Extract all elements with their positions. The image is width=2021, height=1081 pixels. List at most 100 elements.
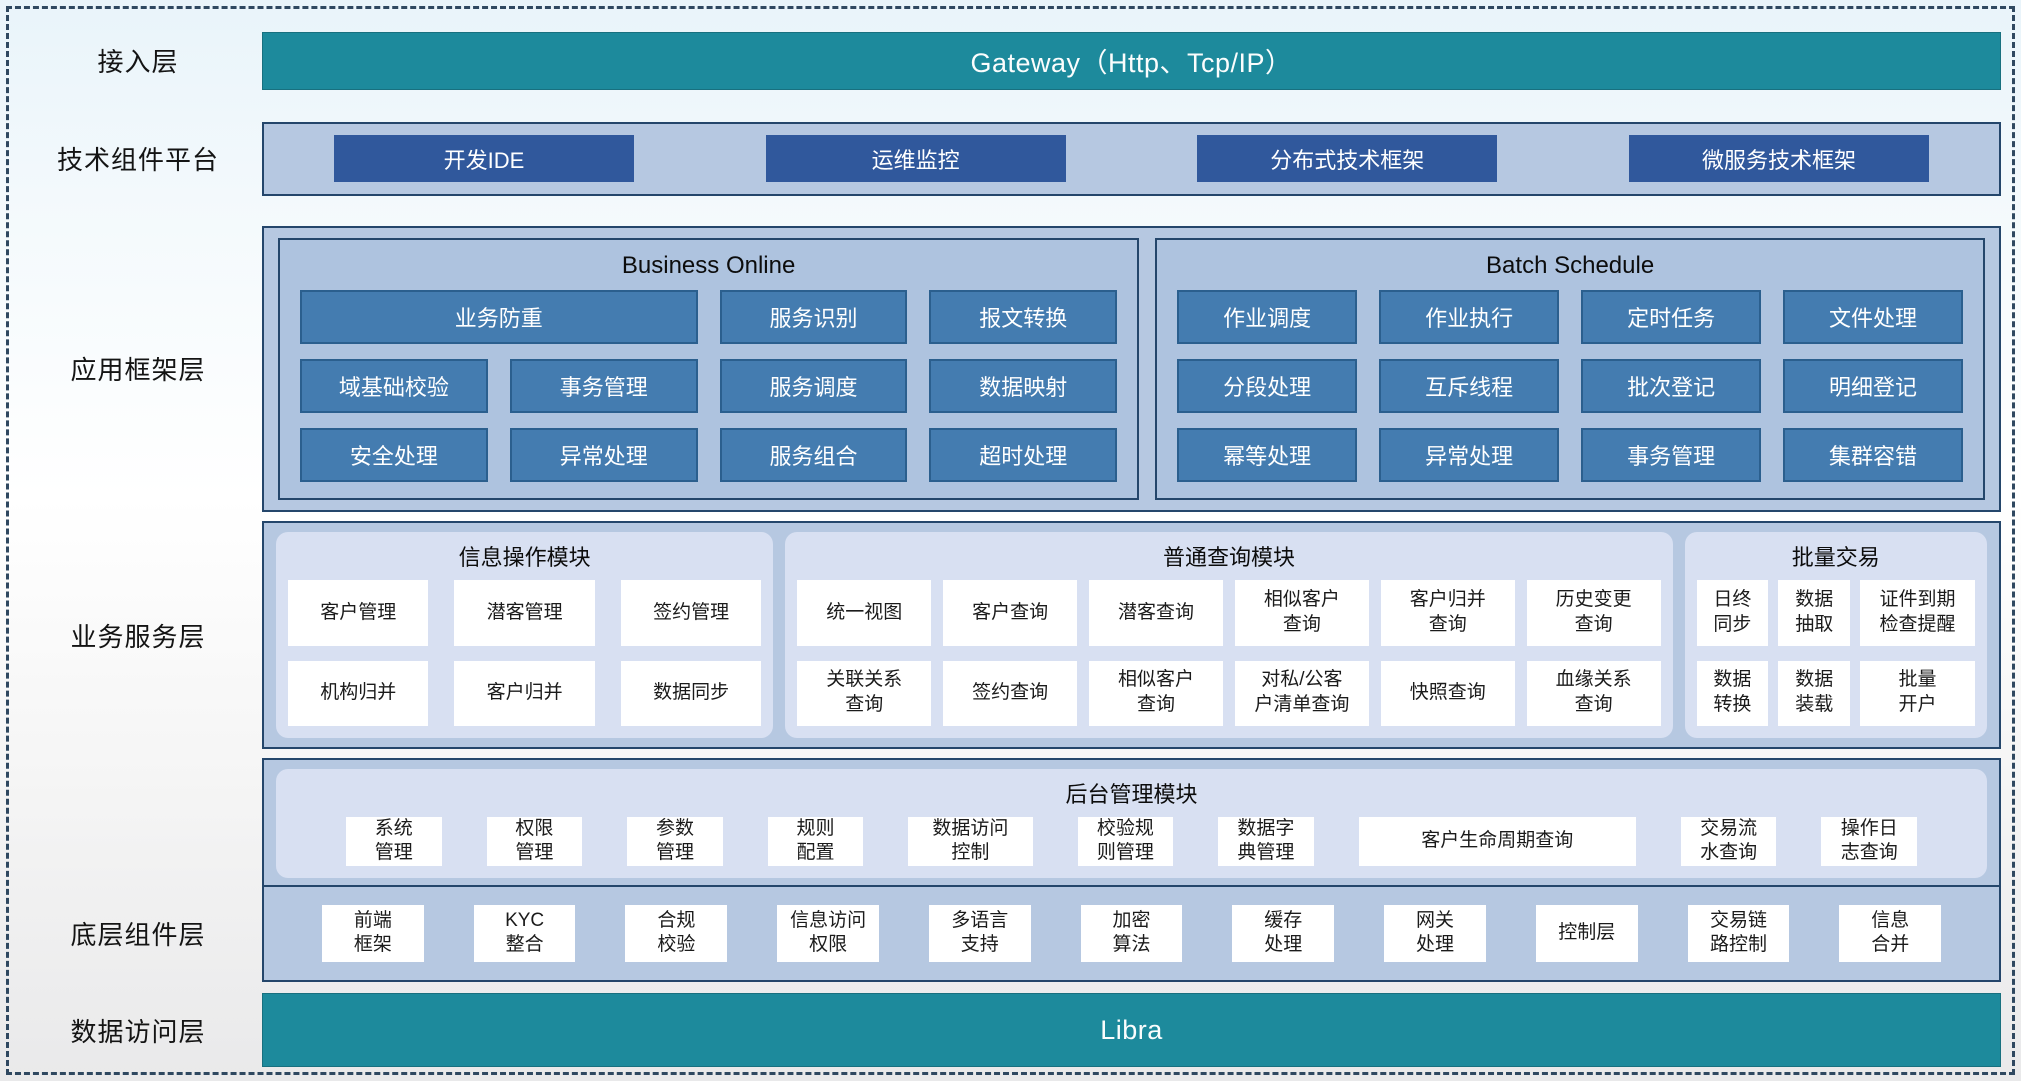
admin-module-button: 参数 管理 (627, 816, 723, 867)
framework-module-button: 明细登记 (1783, 358, 1963, 414)
service-layer-container: 信息操作模块 客户管理潜客管理签约管理机构归并客户归并数据同步 普通查询模块 统… (262, 521, 2001, 749)
business-online-title: Business Online (621, 251, 796, 279)
admin-module-button: 规则 配置 (767, 816, 864, 867)
tech-component-button: 微服务技术框架 (1628, 135, 1929, 183)
access-layer-row: 接入层 Gateway（Http、Tcp/IP） (14, 32, 2001, 90)
service-module-button: 快照查询 (1380, 660, 1515, 726)
admin-module-title: 后台管理模块 (1065, 781, 1198, 807)
service-module-button: 证件到期 检查提醒 (1860, 580, 1975, 646)
query-title: 普通查询模块 (1162, 545, 1295, 571)
framework-module-button: 异常处理 (1379, 428, 1560, 483)
framework-module-button: 服务组合 (719, 428, 908, 483)
data-access-row: 数据访问层 Libra (14, 993, 2001, 1068)
base-component-button: 信息访问 权限 (777, 904, 879, 963)
service-module-button: 客户管理 (288, 580, 429, 646)
framework-module-button: 安全处理 (300, 428, 488, 483)
service-module-button: 数据 转换 (1696, 660, 1769, 726)
app-framework-container: Business Online 业务防重服务识别报文转换域基础校验事务管理服务调… (262, 225, 2001, 513)
query-panel: 普通查询模块 统一视图客户查询潜客查询相似客户 查询客户归并 查询历史变更 查询… (785, 532, 1673, 738)
service-module-button: 相似客户 查询 (1089, 660, 1223, 726)
framework-module-button: 集群容错 (1783, 428, 1963, 483)
service-module-button: 签约查询 (943, 660, 1078, 726)
query-grid: 统一视图客户查询潜客查询相似客户 查询客户归并 查询历史变更 查询关联关系 查询… (797, 580, 1661, 726)
base-component-button: 缓存 处理 (1232, 904, 1335, 963)
base-components-label: 底层组件层 (70, 919, 206, 950)
service-module-button: 数据 装载 (1778, 660, 1851, 726)
framework-module-button: 作业执行 (1379, 289, 1560, 344)
batch-schedule-grid: 作业调度作业执行定时任务文件处理分段处理互斥线程批次登记明细登记幂等处理异常处理… (1177, 289, 1963, 483)
admin-module-button: 系统 管理 (346, 816, 442, 867)
business-online-grid: 业务防重服务识别报文转换域基础校验事务管理服务调度数据映射安全处理异常处理服务组… (300, 289, 1118, 483)
admin-module-button: 操作日 志查询 (1821, 816, 1918, 867)
batch-tx-grid: 日终 同步数据 抽取证件到期 检查提醒数据 转换数据 装载批量 开户 (1696, 580, 1975, 726)
service-module-button: 统一视图 (797, 580, 932, 646)
batch-schedule-panel: Batch Schedule 作业调度作业执行定时任务文件处理分段处理互斥线程批… (1155, 237, 1985, 501)
admin-module-button: 数据访问 控制 (908, 816, 1033, 867)
admin-module-button: 数据字 典管理 (1218, 816, 1314, 867)
app-framework-label: 应用框架层 (70, 355, 206, 386)
access-layer-label: 接入层 (97, 47, 179, 78)
admin-module-button: 权限 管理 (486, 816, 583, 867)
framework-module-button: 超时处理 (929, 428, 1118, 483)
framework-module-button: 分段处理 (1177, 358, 1358, 414)
service-module-button: 批量 开户 (1860, 660, 1975, 726)
framework-module-button: 数据映射 (929, 358, 1118, 414)
service-module-button: 数据 抽取 (1778, 580, 1851, 646)
framework-module-button: 文件处理 (1783, 289, 1963, 344)
framework-module-button: 定时任务 (1581, 289, 1762, 344)
batch-schedule-title: Batch Schedule (1486, 251, 1655, 279)
service-layer-row: 业务服务层 信息操作模块 客户管理潜客管理签约管理机构归并客户归并数据同步 普通… (14, 521, 2001, 749)
admin-module-container: 后台管理模块 系统 管理权限 管理参数 管理规则 配置数据访问 控制校验规 则管… (262, 757, 2001, 890)
framework-module-button: 服务识别 (719, 289, 908, 344)
framework-module-button: 业务防重 (300, 289, 698, 344)
business-online-panel: Business Online 业务防重服务识别报文转换域基础校验事务管理服务调… (278, 237, 1140, 501)
framework-module-button: 作业调度 (1177, 289, 1358, 344)
service-layer-inner: 信息操作模块 客户管理潜客管理签约管理机构归并客户归并数据同步 普通查询模块 统… (264, 523, 1999, 746)
admin-module-label-spacer (14, 758, 262, 889)
admin-module-row: 后台管理模块 系统 管理权限 管理参数 管理规则 配置数据访问 控制校验规 则管… (14, 757, 2001, 890)
framework-module-button: 互斥线程 (1379, 358, 1560, 414)
service-module-button: 机构归并 (288, 660, 429, 726)
service-module-button: 数据同步 (620, 660, 762, 726)
base-component-button: 控制层 (1535, 904, 1638, 963)
base-component-button: 多语言 支持 (928, 904, 1031, 963)
framework-module-button: 服务调度 (719, 358, 908, 414)
service-module-button: 关联关系 查询 (797, 660, 932, 726)
base-component-button: 信息 合并 (1839, 904, 1942, 963)
base-component-button: 合规 校验 (625, 904, 728, 963)
base-component-button: 加密 算法 (1080, 904, 1183, 963)
framework-module-button: 批次登记 (1581, 358, 1762, 414)
framework-module-button: 异常处理 (509, 428, 698, 483)
service-layer-label: 业务服务层 (70, 621, 206, 652)
info-ops-title: 信息操作模块 (458, 545, 591, 571)
admin-module-button: 校验规 则管理 (1077, 816, 1174, 867)
admin-module-panel: 后台管理模块 系统 管理权限 管理参数 管理规则 配置数据访问 控制校验规 则管… (276, 768, 1987, 879)
framework-module-button: 报文转换 (929, 289, 1118, 344)
batch-tx-panel: 批量交易 日终 同步数据 抽取证件到期 检查提醒数据 转换数据 装载批量 开户 (1684, 532, 1987, 738)
service-module-button: 潜客管理 (454, 580, 595, 646)
service-module-button: 对私/公客 户清单查询 (1234, 660, 1369, 726)
service-module-button: 客户归并 (454, 660, 595, 726)
framework-module-button: 幂等处理 (1177, 428, 1358, 483)
tech-component-button: 分布式技术框架 (1197, 135, 1498, 183)
info-ops-panel: 信息操作模块 客户管理潜客管理签约管理机构归并客户归并数据同步 (276, 532, 774, 738)
tech-component-button: 开发IDE (334, 135, 634, 183)
tech-platform-label: 技术组件平台 (56, 145, 219, 176)
admin-module-items: 系统 管理权限 管理参数 管理规则 配置数据访问 控制校验规 则管理数据字 典管… (288, 816, 1975, 867)
libra-bar-text: Libra (1100, 1014, 1163, 1045)
service-module-button: 潜客查询 (1089, 580, 1223, 646)
base-component-button: 交易链 路控制 (1687, 904, 1790, 963)
service-module-button: 血缘关系 查询 (1526, 660, 1661, 726)
base-component-button: 前端 框架 (322, 904, 424, 963)
gateway-bar-text: Gateway（Http、Tcp/IP） (970, 48, 1293, 79)
info-ops-grid: 客户管理潜客管理签约管理机构归并客户归并数据同步 (288, 580, 762, 726)
admin-module-button: 交易流 水查询 (1680, 816, 1777, 867)
framework-module-button: 事务管理 (1581, 428, 1762, 483)
framework-module-button: 事务管理 (509, 358, 698, 414)
